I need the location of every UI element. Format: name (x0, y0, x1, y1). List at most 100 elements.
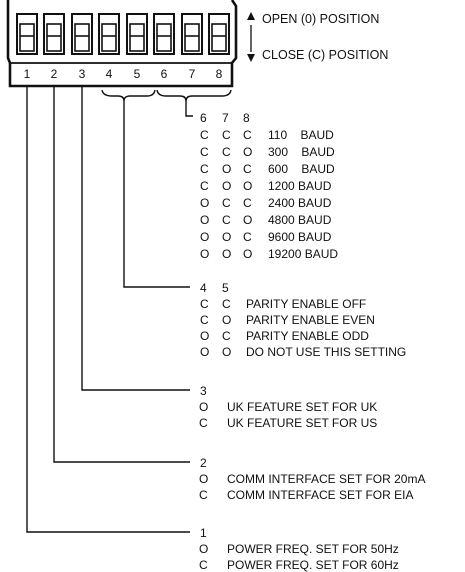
baud-rate-label: 600 BAUD (268, 162, 335, 176)
parity-setting-label: PARITY ENABLE EVEN (246, 313, 375, 327)
leader-line-uk (81, 86, 190, 391)
parity-switch-5-state: O (222, 313, 231, 327)
baud-rate-label: 9600 BAUD (268, 230, 332, 244)
close-position-label: CLOSE (C) POSITION (262, 48, 388, 62)
baud-switch-6-state: C (200, 179, 209, 193)
baud-switch-8-state: C (243, 196, 252, 210)
parity-row: O C PARITY ENABLE ODD (200, 329, 369, 343)
switch-number-7: 7 (189, 67, 196, 81)
leader-lines (26, 86, 193, 533)
switch-number-6: 6 (161, 67, 168, 81)
baud-switch-6-state: O (200, 230, 209, 244)
baud-header-6: 6 (200, 111, 207, 125)
uk-feature-group: 3 O UK FEATURE SET FOR UK C UK FEATURE S… (199, 384, 377, 430)
parity-switch-4-state: O (200, 345, 209, 359)
baud-rate-label: 19200 BAUD (268, 247, 338, 261)
baud-rate-label: 110 BAUD (268, 128, 334, 142)
uk-header-3: 3 (200, 384, 207, 398)
baud-switch-6-state: C (200, 162, 209, 176)
baud-switch-7-state: C (222, 145, 231, 159)
leader-line-comm (53, 86, 190, 463)
uk-row: C UK FEATURE SET FOR US (199, 416, 377, 430)
baud-switch-8-state: C (243, 162, 252, 176)
parity-header-5: 5 (222, 281, 229, 295)
comm-switch-state: C (199, 488, 208, 502)
comm-row: O COMM INTERFACE SET FOR 20mA (199, 472, 425, 486)
baud-switch-7-state: O (222, 162, 231, 176)
baud-switch-8-state: O (243, 213, 252, 227)
switch-number-labels: 1 2 3 4 5 6 7 8 (24, 67, 223, 81)
uk-setting-label: UK FEATURE SET FOR UK (227, 400, 377, 414)
direction-indicator: OPEN (0) POSITION CLOSE (C) POSITION (247, 12, 388, 62)
baud-switch-6-state: C (200, 128, 209, 142)
leader-line-baud (185, 101, 193, 117)
power-setting-label: POWER FREQ. SET FOR 60Hz (227, 558, 399, 572)
baud-row: C O O 1200 BAUD (200, 179, 332, 193)
switch-2[interactable] (43, 13, 65, 55)
switch-5[interactable] (126, 13, 148, 55)
switch-1[interactable] (16, 13, 38, 55)
baud-switch-6-state: O (200, 196, 209, 210)
baud-rate-label: 4800 BAUD (268, 213, 332, 227)
parity-switch-5-state: O (222, 345, 231, 359)
switch-4[interactable] (98, 13, 120, 55)
baud-switch-6-state: O (200, 213, 209, 227)
baud-switch-7-state: C (222, 213, 231, 227)
comm-switch-state: O (199, 472, 208, 486)
baud-header-8: 8 (243, 111, 250, 125)
uk-switch-state: C (199, 416, 208, 430)
baud-switch-7-state: C (222, 128, 231, 142)
baud-switch-7-state: C (222, 196, 231, 210)
uk-row: O UK FEATURE SET FOR UK (199, 400, 377, 414)
baud-switch-8-state: C (243, 230, 252, 244)
power-header-1: 1 (200, 526, 207, 540)
comm-setting-label: COMM INTERFACE SET FOR EIA (227, 488, 413, 502)
switch-8[interactable] (208, 13, 230, 55)
arrow-down-icon (247, 54, 255, 62)
dip-switch-toggles (16, 13, 230, 55)
parity-row: O O DO NOT USE THIS SETTING (200, 345, 406, 359)
power-switch-state: O (199, 542, 208, 556)
comm-header-2: 2 (200, 456, 207, 470)
switch-number-4: 4 (106, 67, 113, 81)
parity-header-4: 4 (200, 281, 207, 295)
baud-row: O O C 9600 BAUD (200, 230, 332, 244)
baud-rate-label: 2400 BAUD (268, 196, 332, 210)
baud-switch-7-state: O (222, 179, 231, 193)
parity-row: C O PARITY ENABLE EVEN (200, 313, 375, 327)
baud-switch-8-state: O (243, 145, 252, 159)
baud-row: O C C 2400 BAUD (200, 196, 332, 210)
baud-switch-7-state: O (222, 247, 231, 261)
baud-switch-6-state: C (200, 145, 209, 159)
uk-setting-label: UK FEATURE SET FOR US (227, 416, 377, 430)
baud-row: O O O 19200 BAUD (200, 247, 338, 261)
baud-switch-6-state: O (200, 247, 209, 261)
switch-number-5: 5 (134, 67, 141, 81)
switch-number-2: 2 (51, 67, 58, 81)
comm-interface-group: 2 O COMM INTERFACE SET FOR 20mA C COMM I… (199, 456, 425, 502)
parity-setting-label: DO NOT USE THIS SETTING (246, 345, 406, 359)
leader-line-power (26, 86, 190, 533)
switch-number-1: 1 (24, 67, 31, 81)
parity-switch-5-state: C (222, 329, 231, 343)
power-setting-label: POWER FREQ. SET FOR 50Hz (227, 542, 399, 556)
switch-3[interactable] (71, 13, 93, 55)
baud-switch-8-state: O (243, 247, 252, 261)
switch-7[interactable] (181, 13, 203, 55)
switch-6[interactable] (153, 13, 175, 55)
baud-rate-label: 300 BAUD (268, 145, 335, 159)
parity-group: 4 5 C C PARITY ENABLE OFF C O PARITY ENA… (200, 281, 406, 359)
open-position-label: OPEN (0) POSITION (262, 12, 379, 26)
power-row: O POWER FREQ. SET FOR 50Hz (199, 542, 399, 556)
arrow-up-icon (247, 12, 255, 20)
brace-switch-4-5 (101, 89, 156, 102)
baud-row: C C C 110 BAUD (200, 128, 334, 142)
baud-row: O C O 4800 BAUD (200, 213, 332, 227)
comm-setting-label: COMM INTERFACE SET FOR 20mA (227, 472, 425, 486)
uk-switch-state: O (199, 400, 208, 414)
baud-row: C C O 300 BAUD (200, 145, 335, 159)
comm-row: C COMM INTERFACE SET FOR EIA (199, 488, 413, 502)
power-frequency-group: 1 O POWER FREQ. SET FOR 50Hz C POWER FRE… (199, 526, 399, 572)
baud-switch-8-state: O (243, 179, 252, 193)
